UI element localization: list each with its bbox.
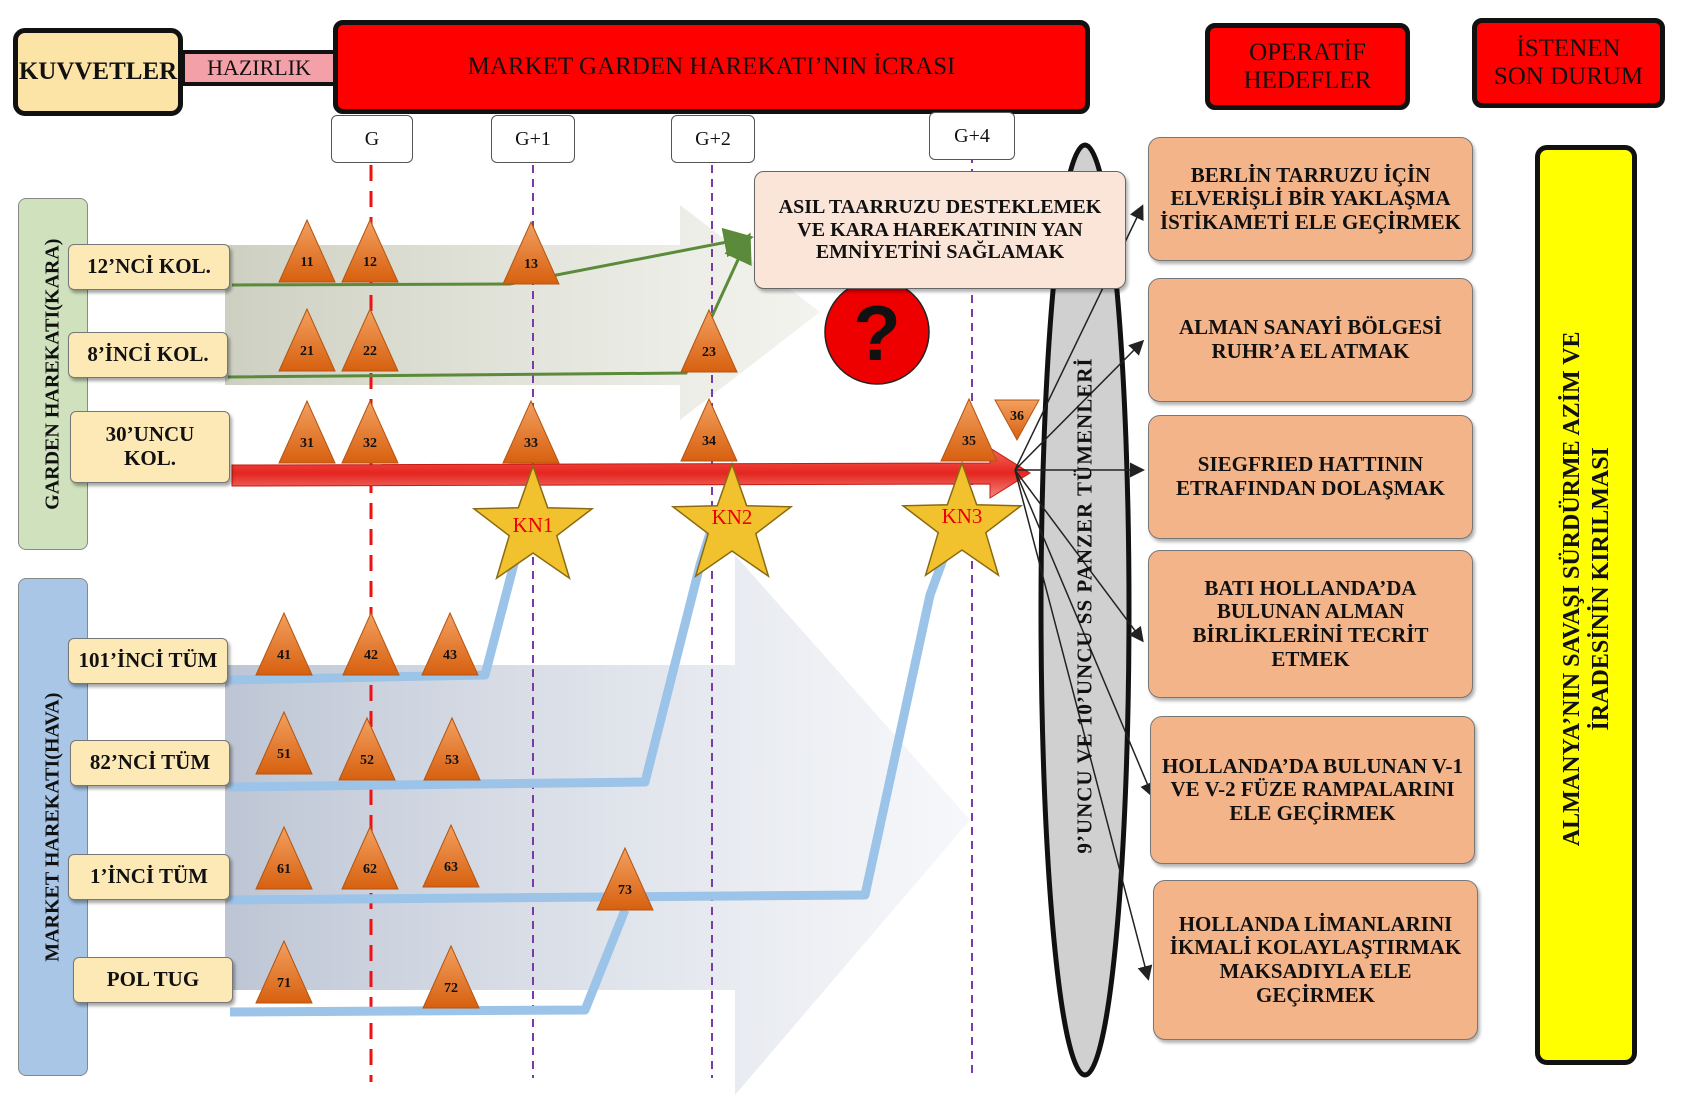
unit-marker-label-33: 33 — [524, 436, 538, 451]
unit-marker-label-53: 53 — [445, 753, 459, 768]
unit-marker-label-32: 32 — [363, 436, 377, 451]
unit-marker-label-36: 36 — [1010, 409, 1024, 424]
day-label-g: G — [331, 115, 413, 163]
unit-marker-33 — [502, 399, 560, 464]
unit-marker-label-63: 63 — [444, 860, 458, 875]
end-state-text: ALMANYA’NIN SAVAŞI SÜRDÜRME AZİM VE İRAD… — [1558, 124, 1616, 1054]
unit-marker-label-51: 51 — [277, 747, 291, 762]
objectives-header: OPERATİF HEDEFLER — [1205, 23, 1410, 110]
unit-marker-31 — [278, 399, 336, 464]
unit-marker-36 — [994, 399, 1040, 442]
objective-v1-v2-sites: HOLLANDA’DA BULUNAN V-1 VE V-2 FÜZE RAMP… — [1150, 716, 1475, 864]
unit-marker-51 — [255, 710, 313, 775]
unit-marker-label-13: 13 — [524, 257, 538, 272]
unit-marker-label-72: 72 — [444, 981, 458, 996]
link-up-star-kn1 — [471, 463, 595, 581]
unit-101-tum: 101’İNCİ TÜM — [68, 638, 228, 684]
unit-marker-13 — [502, 220, 560, 285]
unit-marker-label-71: 71 — [277, 976, 291, 991]
unit-marker-72 — [422, 944, 480, 1009]
unit-30-kol: 30’UNCU KOL. — [70, 411, 230, 483]
unit-1-tum: 1’İNCİ TÜM — [68, 854, 230, 900]
objective-siegfried: SIEGFRIED HATTININ ETRAFINDAN DOLAŞMAK — [1148, 415, 1473, 539]
objective-ruhr: ALMAN SANAYİ BÖLGESİ RUHR’A EL ATMAK — [1148, 278, 1473, 402]
forces-header: KUVVETLER — [13, 28, 183, 116]
link-up-star-kn2 — [670, 461, 794, 579]
panzer-divisions-label: 9’UNCU VE 10’UNCU SS PANZER TÜMENLERİ — [1072, 357, 1097, 854]
unit-marker-label-21: 21 — [300, 344, 314, 359]
objective-ports: HOLLANDA LİMANLARINI İKMALİ KOLAYLAŞTIRM… — [1153, 880, 1478, 1040]
unit-marker-11 — [278, 218, 336, 283]
day-label-g4: G+4 — [929, 112, 1015, 160]
end-state-line-1: ALMANYA’NIN SAVAŞI SÜRDÜRME AZİM VE — [1559, 331, 1586, 847]
unit-marker-label-31: 31 — [300, 436, 314, 451]
link-up-label-kn3: KN3 — [942, 504, 983, 528]
unit-marker-label-52: 52 — [360, 753, 374, 768]
unit-marker-label-23: 23 — [702, 345, 716, 360]
link-up-label-kn1: KN1 — [513, 513, 554, 537]
market-background-arrow — [225, 555, 970, 1095]
garden-side-label: GARDEN HAREKATI(KARA) — [41, 238, 64, 510]
unit-marker-label-43: 43 — [443, 648, 457, 663]
end-state-box: ALMANYA’NIN SAVAŞI SÜRDÜRME AZİM VE İRAD… — [1535, 145, 1637, 1065]
unit-marker-61 — [255, 825, 313, 890]
day-label-g1: G+1 — [491, 115, 575, 163]
end-state-header: İSTENEN SON DURUM — [1472, 18, 1665, 108]
callout-support-attack: ASIL TAARRUZU DESTEKLEMEK VE KARA HAREKA… — [754, 171, 1126, 289]
unit-82-tum: 82’NCİ TÜM — [70, 740, 230, 786]
unit-marker-53 — [423, 716, 481, 781]
unit-marker-label-42: 42 — [364, 648, 378, 663]
unit-marker-41 — [255, 611, 313, 676]
unit-marker-71 — [255, 939, 313, 1004]
market-side-label: MARKET HAREKATI(HAVA) — [41, 692, 64, 962]
unit-markers: 11 12 13 21 22 23 31 32 33 34 35 36 41 42 43 51 52 53 61 62… — [255, 218, 1040, 1009]
unit-marker-label-62: 62 — [363, 862, 377, 877]
unit-marker-34 — [680, 397, 738, 462]
link-up-label-kn2: KN2 — [712, 505, 753, 529]
question-mark: ? — [853, 289, 901, 377]
objective-berlin-approach: BERLİN TARRUZU İÇİN ELVERİŞLİ BİR YAKLAŞ… — [1148, 137, 1473, 261]
unit-marker-label-35: 35 — [962, 434, 976, 449]
end-state-line-2: İRADESİNİN KIRILMASI — [1588, 447, 1614, 731]
day-label-g2: G+2 — [671, 115, 755, 163]
unit-marker-12 — [341, 218, 399, 283]
path-8-kol — [227, 232, 752, 379]
unit-marker-43 — [421, 611, 479, 676]
unit-marker-label-61: 61 — [277, 862, 291, 877]
unit-marker-label-12: 12 — [363, 255, 377, 270]
unit-marker-21 — [278, 307, 336, 372]
link-up-star-kn3 — [900, 460, 1024, 578]
objective-isolate-west-holland: BATI HOLLANDA’DA BULUNAN ALMAN BİRLİKLER… — [1148, 550, 1473, 698]
path-pol — [229, 908, 630, 1017]
unit-marker-label-41: 41 — [277, 648, 291, 663]
unit-marker-label-34: 34 — [702, 434, 716, 449]
unit-marker-35 — [940, 397, 998, 462]
unit-marker-22 — [341, 307, 399, 372]
unit-marker-label-22: 22 — [363, 344, 377, 359]
unit-marker-label-73: 73 — [618, 883, 632, 898]
unit-marker-52 — [338, 716, 396, 781]
unit-marker-label-11: 11 — [300, 255, 313, 270]
unit-marker-32 — [341, 399, 399, 464]
unit-marker-23 — [680, 308, 738, 373]
preparation-header: HAZIRLIK — [181, 50, 337, 86]
unit-12-kol: 12’NCİ KOL. — [68, 244, 230, 290]
execution-header: MARKET GARDEN HAREKATI’NIN İCRASI — [333, 20, 1090, 114]
unit-8-kol: 8’İNCİ KOL. — [68, 332, 228, 378]
unit-marker-42 — [342, 611, 400, 676]
link-up-stars: KN1 KN2 KN3 — [471, 460, 1024, 581]
unit-marker-62 — [341, 825, 399, 890]
unit-pol-tug: POL TUG — [73, 957, 233, 1003]
unit-marker-73 — [596, 846, 654, 911]
unit-marker-63 — [422, 823, 480, 888]
